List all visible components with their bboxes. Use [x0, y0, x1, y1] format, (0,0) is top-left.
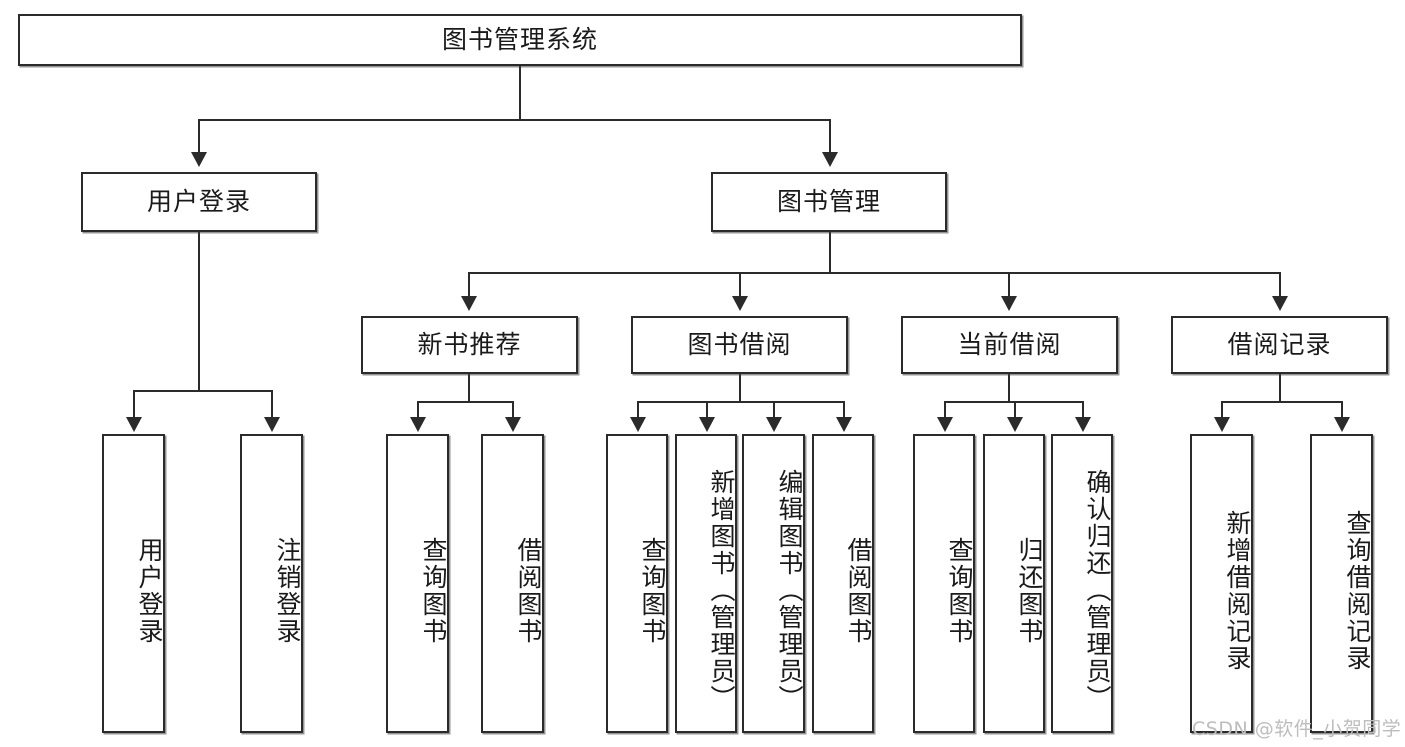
- node-label: 用户登录: [146, 186, 251, 216]
- node-label: 用户登录: [135, 536, 164, 645]
- node-label: 新增借阅记录: [1223, 509, 1252, 672]
- edge-book-management-stem: [829, 232, 831, 274]
- arrow-to-leaf-logout: [264, 417, 280, 432]
- arrow-to-book-borrow: [732, 296, 748, 311]
- node-label: 归还图书: [1015, 536, 1044, 645]
- edge-cb-stem: [1008, 374, 1010, 403]
- node-leaf-add-borrow-record[interactable]: 新增借阅记录: [1190, 434, 1253, 733]
- edge-bm-drop-2: [739, 272, 741, 296]
- arrow-to-leaf-add-book-admin: [699, 417, 715, 432]
- node-label: 新书推荐: [417, 329, 522, 359]
- node-leaf-borrow-book-recommend[interactable]: 借阅图书: [481, 434, 544, 733]
- edge-bb-drop-3: [773, 401, 775, 417]
- edge-cb-drop-3: [1082, 401, 1084, 417]
- edge-bb-bus: [637, 401, 844, 403]
- edge-br-drop-1: [1221, 401, 1223, 417]
- node-label: 编辑图书（管理员）: [775, 469, 804, 712]
- node-leaf-edit-book-admin[interactable]: 编辑图书（管理员）: [742, 434, 805, 733]
- node-new-book-recommend[interactable]: 新书推荐: [361, 316, 578, 374]
- node-label: 图书管理系统: [441, 24, 598, 54]
- node-root-book-management-system[interactable]: 图书管理系统: [18, 14, 1022, 66]
- arrow-to-leaf-user-login: [126, 417, 142, 432]
- node-leaf-confirm-return-admin[interactable]: 确认归还（管理员）: [1051, 434, 1113, 733]
- edge-user-login-drop-2: [271, 390, 273, 417]
- arrow-to-new-book-recommend: [461, 296, 477, 311]
- node-label: 当前借阅: [957, 329, 1062, 359]
- arrow-to-borrow-records: [1272, 296, 1288, 311]
- node-leaf-add-book-admin[interactable]: 新增图书（管理员）: [675, 434, 737, 733]
- arrow-to-leaf-add-borrow-record: [1214, 417, 1230, 432]
- edge-nbr-drop-1: [417, 401, 419, 417]
- arrow-to-leaf-borrow-book-recommend: [505, 417, 521, 432]
- edge-bm-drop-1: [468, 272, 470, 296]
- edge-bb-drop-1: [637, 401, 639, 417]
- arrow-to-user-login: [191, 152, 207, 167]
- arrow-to-leaf-query-book-borrow: [630, 417, 646, 432]
- arrow-to-leaf-query-book-recommend: [410, 417, 426, 432]
- edge-book-management-bus: [468, 272, 1280, 274]
- node-leaf-logout[interactable]: 注销登录: [240, 434, 303, 733]
- edge-bm-drop-3: [1008, 272, 1010, 296]
- node-label: 图书借阅: [687, 329, 792, 359]
- edge-nbr-bus: [417, 401, 513, 403]
- node-label: 借阅图书: [844, 536, 873, 645]
- edge-root-drop-book-management: [829, 119, 831, 152]
- edge-root-bus: [198, 119, 831, 121]
- edge-user-login-stem: [198, 232, 200, 392]
- edge-user-login-bus: [133, 390, 272, 392]
- edge-root-stem: [519, 66, 521, 120]
- edge-nbr-drop-2: [512, 401, 514, 417]
- node-leaf-borrow-book[interactable]: 借阅图书: [812, 434, 874, 733]
- node-leaf-query-book-recommend[interactable]: 查询图书: [386, 434, 449, 733]
- edge-bb-stem: [739, 374, 741, 403]
- edge-cb-drop-2: [1014, 401, 1016, 417]
- edge-bm-drop-4: [1279, 272, 1281, 296]
- edge-cb-drop-1: [944, 401, 946, 417]
- edge-nbr-stem: [468, 374, 470, 403]
- node-borrow-records[interactable]: 借阅记录: [1171, 316, 1388, 374]
- edge-root-drop-user-login: [198, 119, 200, 152]
- edge-user-login-drop-1: [133, 390, 135, 417]
- arrow-to-leaf-query-book-current: [937, 417, 953, 432]
- node-leaf-user-login[interactable]: 用户登录: [102, 434, 165, 733]
- node-book-management[interactable]: 图书管理: [711, 172, 947, 232]
- node-label: 确认归还（管理员）: [1083, 469, 1112, 712]
- edge-cb-bus: [944, 401, 1083, 403]
- node-label: 注销登录: [273, 536, 302, 645]
- node-leaf-query-book-current[interactable]: 查询图书: [913, 434, 975, 733]
- csdn-watermark: CSDN @软件_小贺同学: [1192, 718, 1402, 740]
- node-label: 借阅记录: [1227, 329, 1332, 359]
- arrow-to-leaf-edit-book-admin: [766, 417, 782, 432]
- arrow-to-current-borrow: [1001, 296, 1017, 311]
- edge-bb-drop-4: [843, 401, 845, 417]
- arrow-to-leaf-query-borrow-record: [1334, 417, 1350, 432]
- edge-br-stem: [1279, 374, 1281, 403]
- node-leaf-query-book-borrow[interactable]: 查询图书: [606, 434, 668, 733]
- node-label: 借阅图书: [514, 536, 543, 645]
- edge-bb-drop-2: [706, 401, 708, 417]
- node-label: 新增图书（管理员）: [707, 469, 736, 712]
- node-label: 查询图书: [945, 536, 974, 645]
- node-label: 查询借阅记录: [1343, 509, 1372, 672]
- arrow-to-book-management: [822, 152, 838, 167]
- node-label: 图书管理: [776, 186, 881, 216]
- arrow-to-leaf-return-book: [1007, 417, 1023, 432]
- node-leaf-query-borrow-record[interactable]: 查询借阅记录: [1310, 434, 1373, 733]
- arrow-to-leaf-borrow-book: [836, 417, 852, 432]
- node-label: 查询图书: [638, 536, 667, 645]
- node-leaf-return-book[interactable]: 归还图书: [983, 434, 1045, 733]
- node-book-borrow[interactable]: 图书借阅: [631, 316, 848, 374]
- edge-br-drop-2: [1341, 401, 1343, 417]
- edge-br-bus: [1221, 401, 1342, 403]
- node-label: 查询图书: [419, 536, 448, 645]
- node-current-borrow[interactable]: 当前借阅: [901, 316, 1118, 374]
- node-user-login[interactable]: 用户登录: [81, 172, 317, 232]
- arrow-to-leaf-confirm-return-admin: [1075, 417, 1091, 432]
